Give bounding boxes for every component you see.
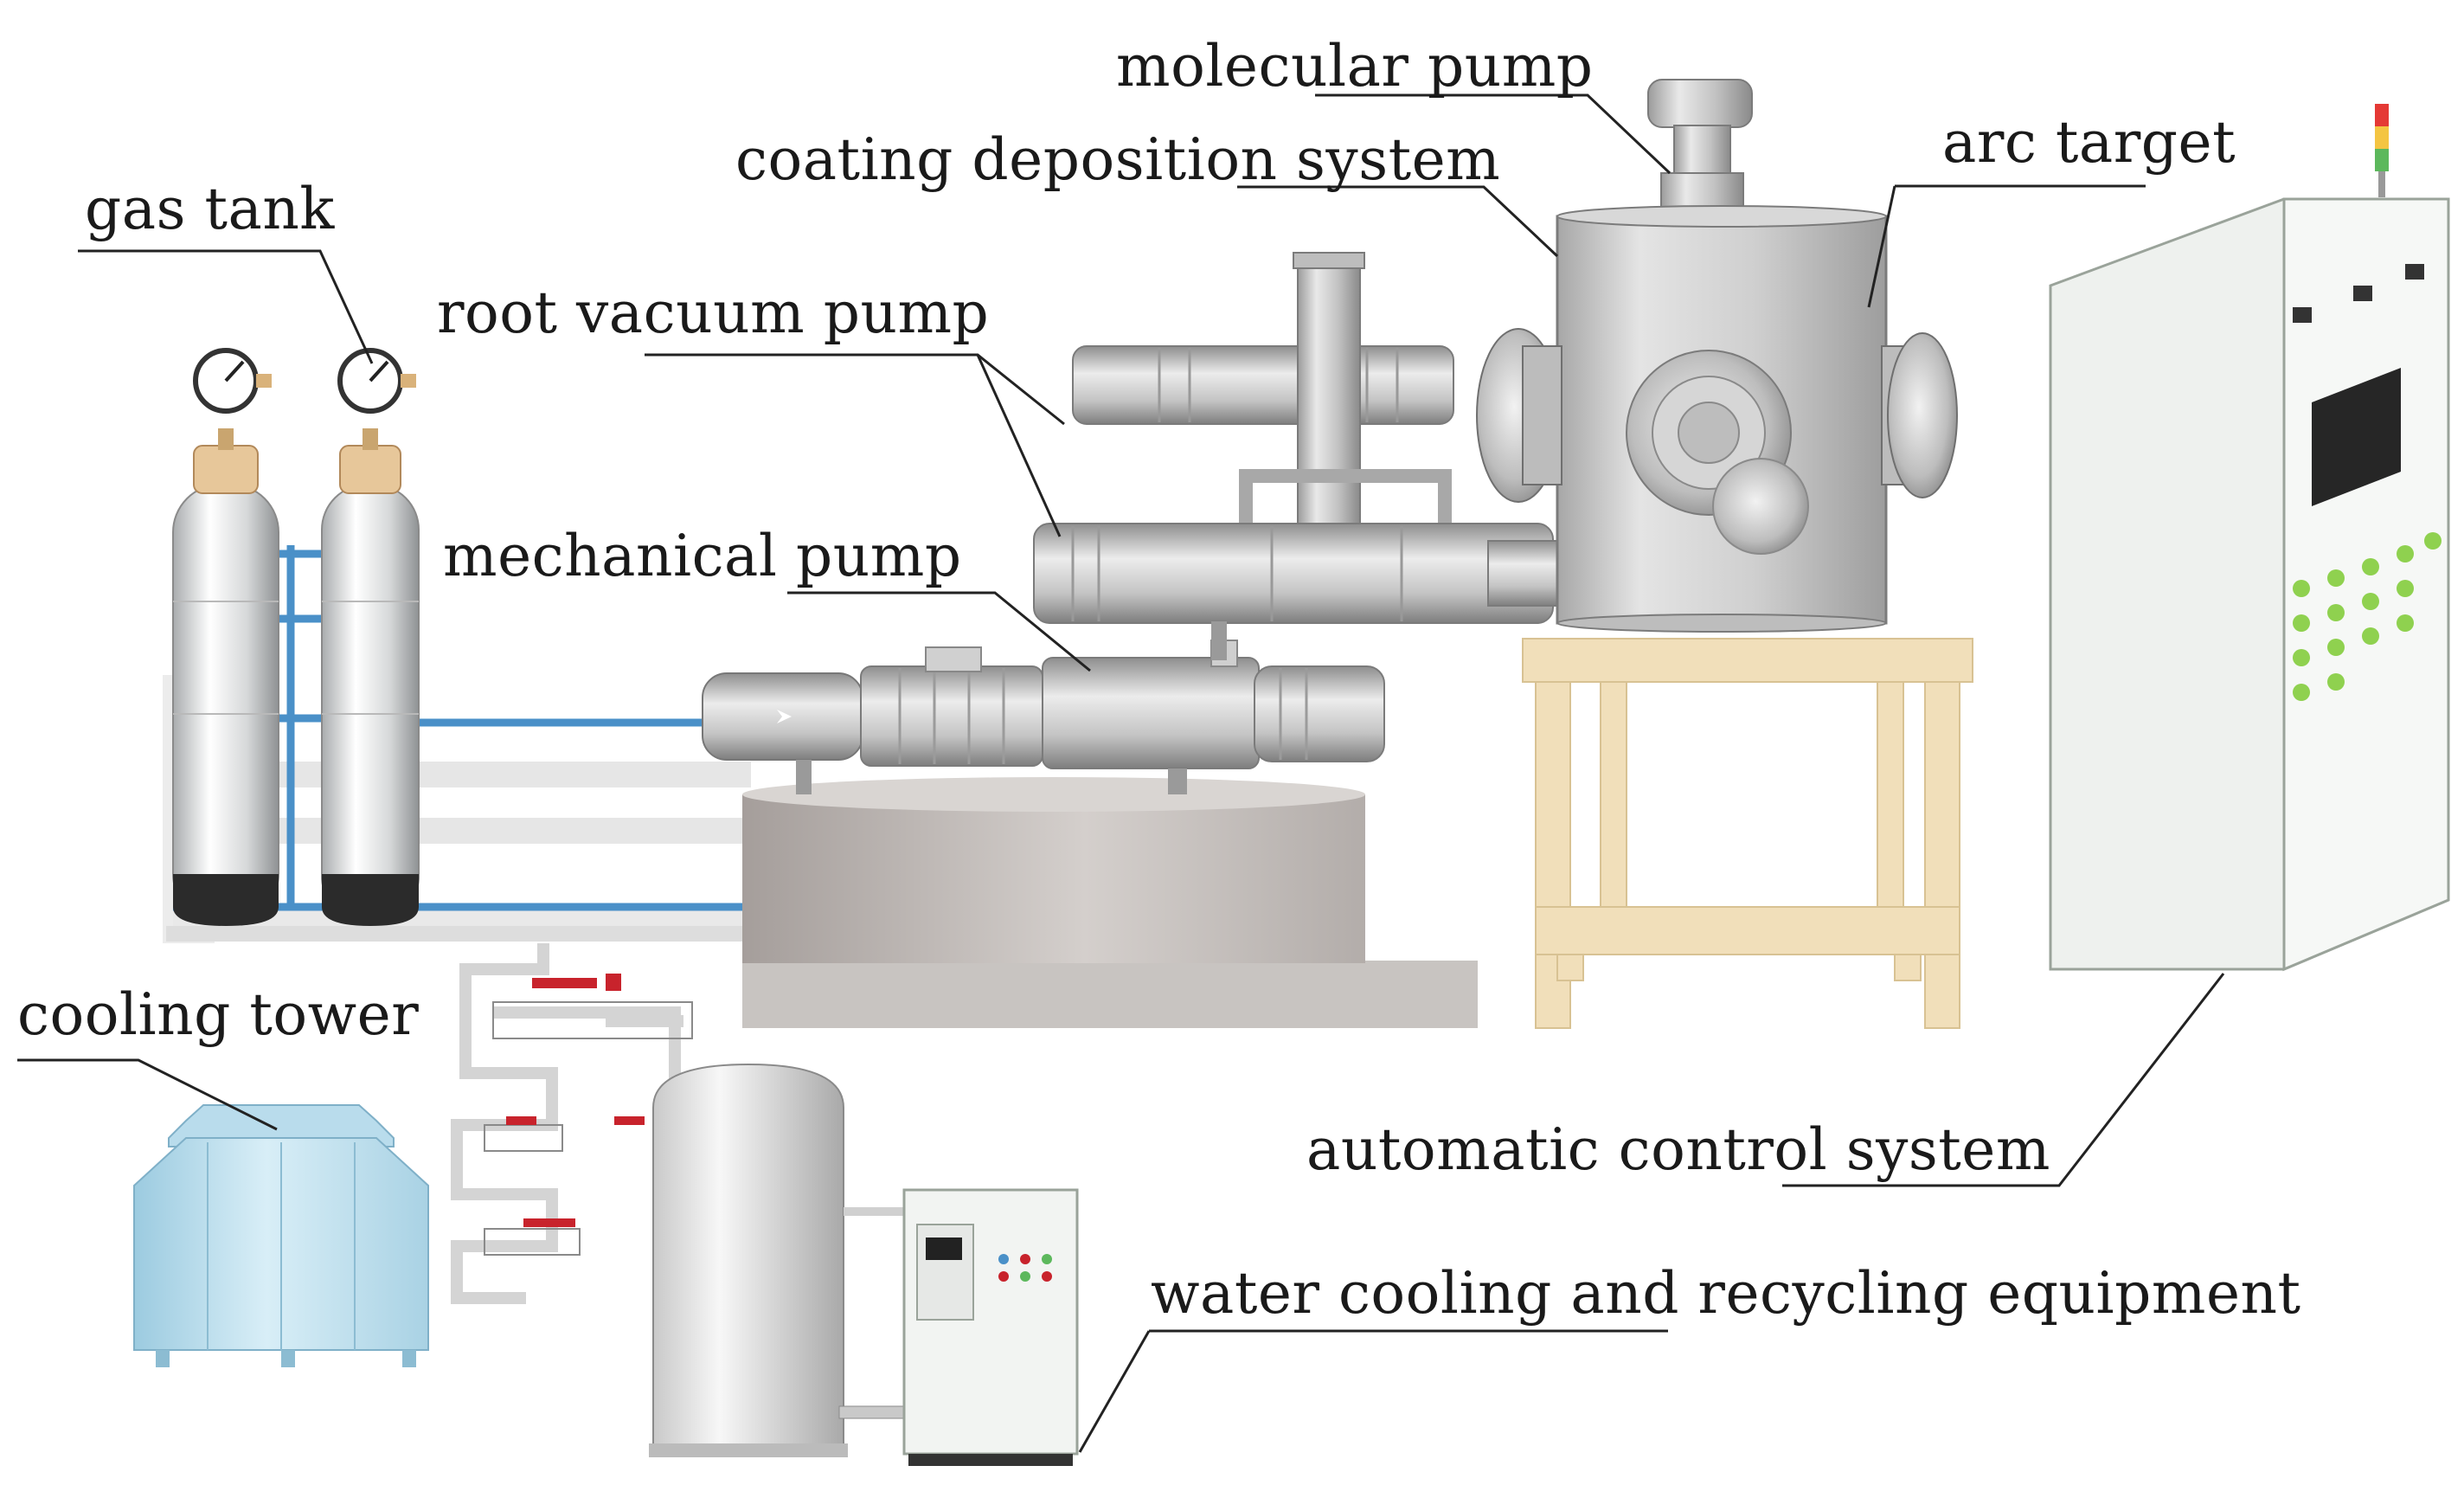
cooling-pipes: [451, 943, 683, 1304]
pressure-gauge-icon: [337, 348, 416, 414]
label-mechanical-pump: mechanical pump: [443, 523, 962, 589]
pressure-gauge-icon: [193, 348, 272, 414]
gas-cylinder-icon: [172, 428, 279, 926]
label-molecular-pump: molecular pump: [1116, 33, 1594, 100]
molecular-pump-icon: [1647, 79, 1753, 213]
water-control-box: [902, 1188, 1079, 1466]
leader-lines: [17, 93, 2225, 1453]
control-cabinet-icon: [2049, 197, 2450, 972]
signal-beacon: [2375, 104, 2389, 197]
cooling-tower-icon: [133, 1104, 429, 1367]
label-arc-target: arc target: [1942, 109, 2236, 176]
mechanical-pump-icon: [702, 640, 1385, 794]
vacuum-chamber-icon: [1556, 205, 1888, 633]
label-coating-deposition-system: coating deposition system: [735, 126, 1501, 193]
arc-target-icon: [1881, 332, 1958, 498]
root-pump-icon: [1072, 345, 1454, 425]
valve-icon: [506, 974, 645, 1227]
pump-base: [742, 777, 1478, 1028]
water-tank-icon: [649, 1063, 909, 1457]
arc-target-icon: [1476, 328, 1562, 503]
label-gas-tank: gas tank: [85, 176, 335, 242]
label-water-cooling-and-recycling-equipment: water cooling and recycling equipment: [1151, 1260, 2301, 1327]
label-automatic-control-system: automatic control system: [1306, 1116, 2050, 1183]
control-buttons: [2293, 532, 2442, 701]
label-root-vacuum-pump: root vacuum pump: [437, 280, 990, 346]
label-cooling-tower: cooling tower: [17, 981, 420, 1048]
gas-cylinder-icon: [321, 428, 420, 926]
chamber-stand: [1522, 638, 1973, 1029]
root-pump-icon: [1033, 523, 1567, 660]
